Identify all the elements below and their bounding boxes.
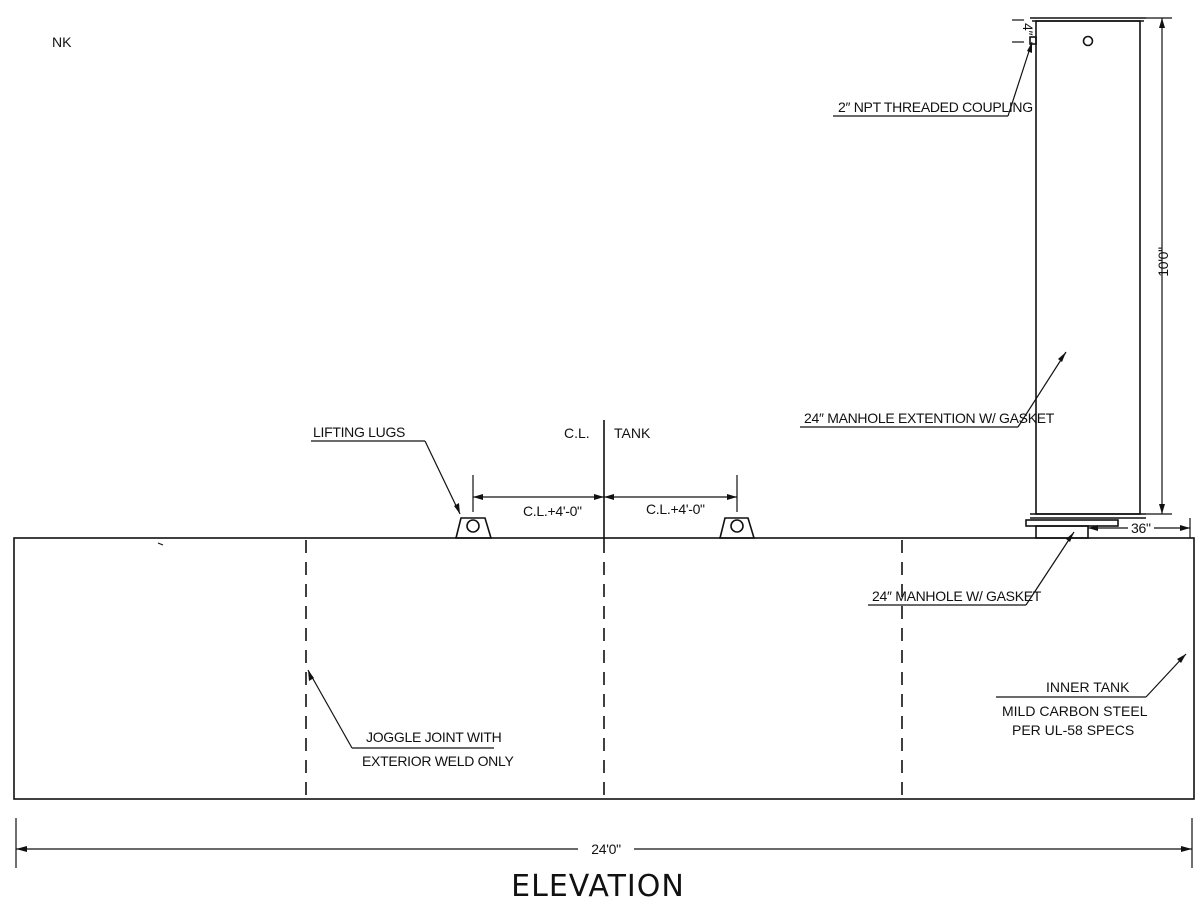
tank-body <box>13 537 1195 800</box>
manhole-neck <box>1035 525 1089 539</box>
lug-dim-arrow-center-l <box>594 494 604 500</box>
tank-tick-mark <box>157 542 164 546</box>
lifting-lug-left <box>454 517 493 539</box>
lifting-lugs-arrow <box>454 503 460 514</box>
joggle-leader <box>307 669 353 749</box>
coupling-leader <box>1007 41 1033 117</box>
manhole-arrow <box>1066 532 1074 542</box>
lug-dim-arrow-center-r <box>604 494 614 500</box>
lifting-lug-right <box>718 517 756 539</box>
joggle-label-line1: JOGGLE JOINT WITH <box>366 729 501 745</box>
manhole-offset-label: 36" <box>1131 520 1151 536</box>
centerline-tank-label: TANK <box>614 425 651 441</box>
manhole-offset-arrow-left <box>1088 525 1098 531</box>
view-title: ELEVATION <box>511 869 685 904</box>
manhole-leader <box>1025 531 1075 606</box>
centerline-cl-label: C.L. <box>564 425 590 441</box>
height-dim-arrow-bottom <box>1159 504 1165 514</box>
length-arrow-right <box>1181 846 1192 852</box>
extension-vent-hole <box>1082 35 1094 47</box>
overall-length-label: 24'0" <box>591 841 621 857</box>
manhole-offset-label-bg <box>1128 521 1154 535</box>
inner-tank-label-line1: INNER TANK <box>1046 679 1130 695</box>
manhole-extension-arrow <box>1058 352 1066 362</box>
inner-tank-label-line2: MILD CARBON STEEL <box>1002 703 1148 719</box>
lug-offset-left-label: C.L.+4'-0" <box>523 503 582 519</box>
manhole-offset-arrow-right <box>1180 525 1190 531</box>
height-dim-arrow-top <box>1159 18 1165 28</box>
manhole-extension-pipe <box>1035 20 1141 515</box>
joggle-arrow <box>308 670 314 681</box>
inner-tank-arrow <box>1177 654 1186 663</box>
lug-dim-arrow-left <box>473 494 483 500</box>
inner-tank-label-line3: PER UL-58 SPECS <box>1012 722 1134 738</box>
lug-dim-arrow-right <box>727 494 737 500</box>
lifting-lugs-leader <box>424 440 461 515</box>
manhole-extension-label: 24″ MANHOLE EXTENTION W/ GASKET <box>804 410 1055 426</box>
joggle-label-line2: EXTERIOR WELD ONLY <box>362 753 514 769</box>
coupling-stub-dim: 4″ <box>1020 23 1036 35</box>
extension-height-label: 10'0" <box>1155 247 1171 277</box>
coupling-stub <box>1029 36 1037 45</box>
length-arrow-left <box>16 846 27 852</box>
coupling-arrow <box>1027 42 1032 53</box>
coupling-label: 2″ NPT THREADED COUPLING <box>838 99 1033 115</box>
manhole-base-gasket <box>1025 519 1119 527</box>
manhole-extension-leader <box>1017 351 1067 428</box>
manhole-label: 24″ MANHOLE W/ GASKET <box>872 588 1042 604</box>
corner-text-fragment: ΝK <box>52 34 72 50</box>
lug-offset-right-label: C.L.+4'-0" <box>646 501 705 517</box>
lifting-lugs-label: LIFTING LUGS <box>313 424 405 440</box>
